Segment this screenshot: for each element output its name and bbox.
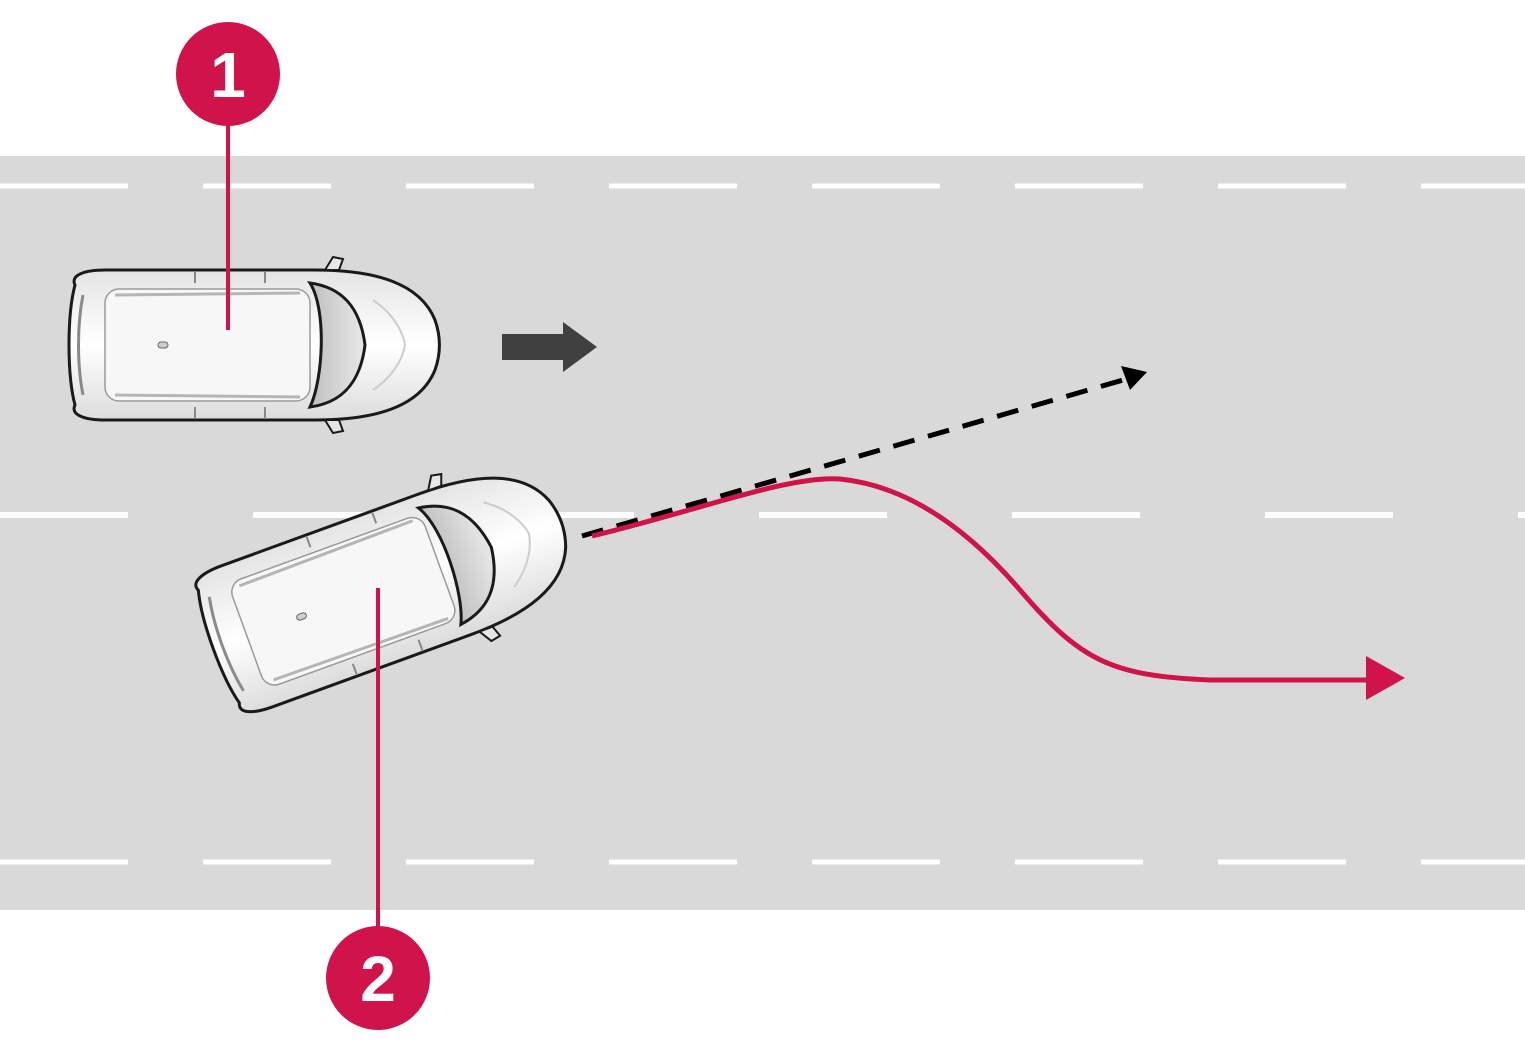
arrow-right-icon [502,322,597,372]
car-ahead [67,255,441,435]
steering-path [591,476,1405,700]
intended-path [581,366,1147,539]
callout-2-label: 2 [360,943,396,1015]
callout-2: 2 [326,588,430,1030]
callout-1: 1 [176,22,280,330]
callout-1-label: 1 [210,39,246,111]
